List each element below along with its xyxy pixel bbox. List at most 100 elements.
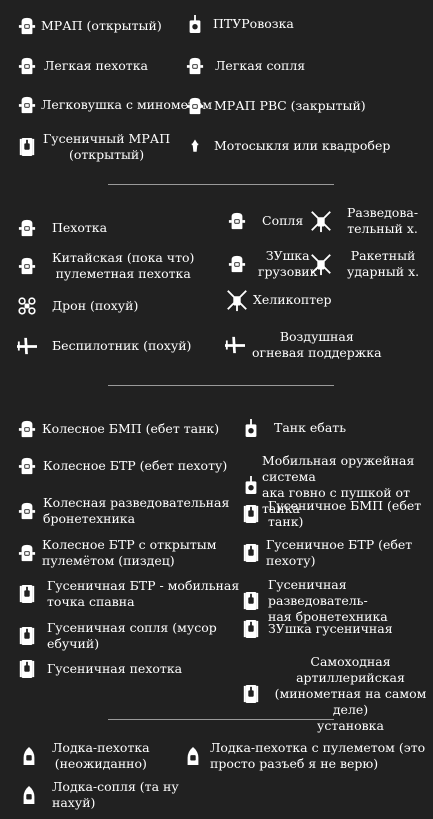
- legend-label: Мотосыкля или квадробер: [214, 138, 391, 153]
- legend-item: Легковушка с минометом: [16, 95, 212, 115]
- legend-item: Дрон (похуй): [16, 297, 138, 315]
- legend-label: Сопля: [262, 213, 304, 228]
- legend-item: Лодка-пехотка (неожиданно): [18, 740, 150, 772]
- legend-item: МРАП РВС (закрытый): [184, 96, 366, 116]
- legend-label: Ракетный ударный х.: [347, 248, 420, 279]
- legend-item: Гусеничная пехотка: [16, 658, 182, 680]
- legend-item: ЗУшка грузовик: [226, 248, 317, 280]
- section-divider: [108, 385, 334, 386]
- tracked-apc-spawn-icon: [16, 583, 38, 605]
- infantry-vehicle-icon: [16, 217, 38, 239]
- section-divider: [108, 184, 334, 185]
- legend-label: МРАП (открытый): [41, 18, 162, 33]
- tracked-mrap-open-icon: [16, 137, 38, 157]
- light-snot-icon: [184, 56, 206, 76]
- legend-label: Гусеничная разведователь- ная бронетехни…: [268, 577, 388, 624]
- drone-icon: [16, 297, 38, 315]
- legend-label: Гусеничный МРАП (открытый): [43, 131, 171, 162]
- legend-label: Дрон (похуй): [52, 298, 139, 313]
- recon-heli-icon: [308, 209, 334, 233]
- legend-item: Гусеничное БТР (ебет пехоту): [240, 537, 433, 569]
- legend-item: Самоходная артиллерийская (минометная на…: [240, 654, 433, 734]
- motorcycle-icon: [184, 137, 206, 155]
- wheeled-apc-open-mg-icon: [16, 542, 38, 564]
- boat-infantry-icon: [18, 745, 40, 767]
- mrap-open-icon: [16, 16, 38, 36]
- wheeled-recon-icon: [16, 500, 38, 522]
- legend-item: Колесное БМП (ебет танк): [16, 418, 219, 440]
- legend-item: Сопля: [226, 210, 303, 232]
- legend-label: Гусеничная БТР - мобильная точка спавна: [47, 578, 240, 609]
- legend-item: Гусеничная разведователь- ная бронетехни…: [240, 577, 433, 625]
- legend-label: Колесная разведовательная бронетехника: [43, 495, 230, 526]
- legend-item: Гусеничная сопля (мусор ебучий): [16, 620, 217, 652]
- legend-item: Легкая пехотка: [16, 56, 148, 76]
- mobile-gun-system-icon: [240, 474, 262, 496]
- boat-mg-icon: [182, 745, 204, 767]
- legend-item: ЗУшка гусеничная: [240, 618, 393, 640]
- legend-item: Лодка-пехотка с пулеметом (это просто ра…: [182, 740, 425, 772]
- legend-label: Китайская (пока что) пулеметная пехотка: [52, 250, 195, 281]
- legend-item: Китайская (пока что) пулеметная пехотка: [16, 250, 194, 282]
- legend-label: Гусеничное БМП (ебет танк): [268, 498, 422, 529]
- legend-label: ПТУРовозка: [213, 16, 294, 31]
- rocket-heli-icon: [308, 252, 334, 276]
- tracked-ifv-icon: [240, 503, 262, 525]
- tracked-apc-icon: [240, 542, 262, 564]
- chinese-mg-vehicle-icon: [16, 255, 38, 277]
- legend-label: МРАП РВС (закрытый): [214, 98, 366, 113]
- air-support-icon: [222, 335, 248, 355]
- tracked-recon-icon: [240, 590, 262, 612]
- legend-item: Легкая сопля: [184, 56, 305, 76]
- legend-item: Ракетный ударный х.: [308, 248, 419, 280]
- legend-item: Пехотка: [16, 217, 107, 239]
- uav-icon: [14, 336, 40, 356]
- legend-label: Лодка-сопля (та ну нахуй): [52, 779, 179, 810]
- legend-label: Самоходная артиллерийская (минометная на…: [274, 654, 427, 733]
- boat-snot-icon: [18, 784, 40, 806]
- legend-label: Легкая сопля: [215, 58, 306, 73]
- legend-item: Гусеничный МРАП (открытый): [16, 131, 170, 163]
- legend-label: Колесное БТР (ебет пехоту): [43, 458, 228, 473]
- legend-item: Гусеничная БТР - мобильная точка спавна: [16, 578, 239, 610]
- tank-icon: [240, 417, 262, 439]
- legend-item: ПТУРовозка: [184, 14, 294, 34]
- legend-item: Колесная разведовательная бронетехника: [16, 495, 229, 527]
- legend-label: Легкая пехотка: [44, 58, 148, 73]
- helicopter-icon: [224, 288, 250, 312]
- wheeled-ifv-icon: [16, 418, 38, 440]
- legend-label: ЗУшка грузовик: [258, 248, 318, 279]
- legend-item: Мотосыкля или квадробер: [184, 137, 390, 155]
- legend-label: Мобильная оружейная система ака говно с …: [262, 453, 415, 516]
- wheeled-apc-icon: [16, 455, 38, 477]
- legend-item: Танк ебать: [240, 417, 346, 439]
- legend-label: Танк ебать: [274, 420, 347, 435]
- legend-label: Гусеничная пехотка: [47, 661, 183, 676]
- legend-label: ЗУшка гусеничная: [268, 621, 393, 636]
- legend-label: Беспилотник (похуй): [52, 338, 192, 353]
- mrap-closed-icon: [184, 96, 206, 116]
- legend-label: Воздушная огневая поддержка: [252, 329, 382, 360]
- tracked-infantry-icon: [16, 658, 38, 680]
- section-divider: [108, 719, 334, 720]
- tracked-aa-icon: [240, 618, 262, 640]
- self-propelled-artillery-icon: [240, 683, 262, 705]
- legend-label: Лодка-пехотка с пулеметом (это просто ра…: [210, 740, 426, 771]
- legend-item: Разведова- тельный х.: [308, 205, 418, 237]
- atgm-carrier-icon: [184, 14, 206, 34]
- legend-label: Колесное БМП (ебет танк): [42, 421, 220, 436]
- legend-item: Колесное БТР с открытым пулемётом (пизде…: [16, 537, 216, 569]
- legend-label: Разведова- тельный х.: [347, 205, 419, 236]
- legend-item: МРАП (открытый): [16, 16, 162, 36]
- aa-truck-icon: [226, 253, 248, 275]
- legend-label: Гусеничное БТР (ебет пехоту): [266, 537, 413, 568]
- legend-label: Хеликоптер: [253, 292, 332, 307]
- legend-item: Гусеничное БМП (ебет танк): [240, 498, 433, 530]
- legend-item: Колесное БТР (ебет пехоту): [16, 455, 227, 477]
- legend-item: Мобильная оружейная система ака говно с …: [240, 453, 433, 517]
- legend-item: Беспилотник (похуй): [14, 336, 191, 356]
- legend-label: Колесное БТР с открытым пулемётом (пизде…: [42, 537, 217, 568]
- light-infantry-vehicle-icon: [16, 56, 38, 76]
- legend-item: Хеликоптер: [224, 288, 332, 312]
- car-mortar-icon: [16, 95, 38, 115]
